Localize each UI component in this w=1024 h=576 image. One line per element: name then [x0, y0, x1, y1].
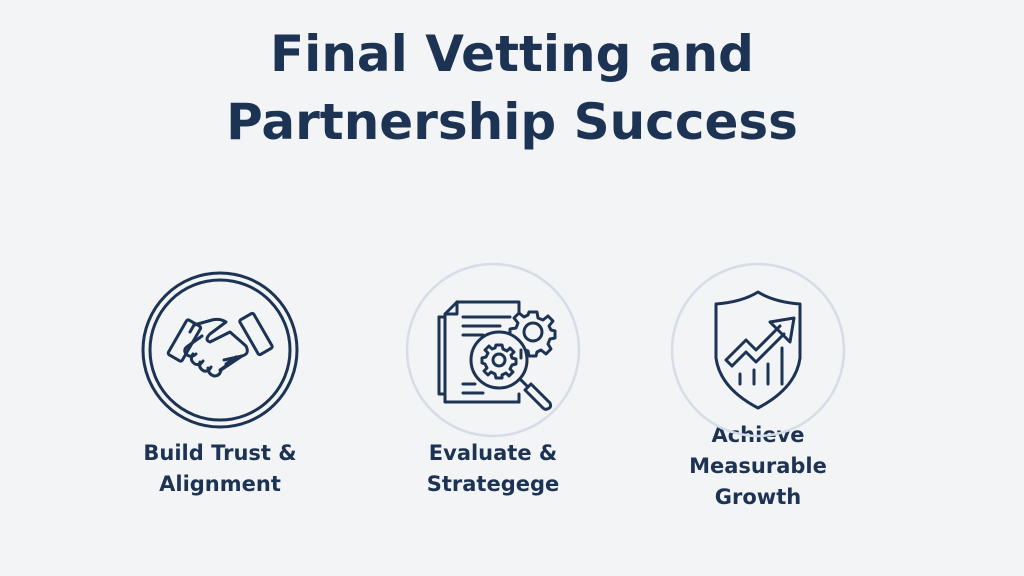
document-analysis-icon — [405, 262, 581, 438]
feature-label-evaluate: Evaluate & Strategege — [426, 441, 560, 496]
feature-label-build-trust: Build Trust & Alignment — [143, 441, 297, 496]
title-line-1: Final Vetting and — [270, 25, 754, 83]
shield-growth-icon — [670, 262, 846, 438]
gear-icon — [508, 310, 557, 358]
handshake-icon — [132, 262, 308, 438]
title-line-2: Partnership Success — [226, 93, 798, 151]
page-title: Final Vetting and Partnership Success — [0, 20, 1024, 156]
feature-build-trust: Build Trust & Alignment — [90, 262, 350, 500]
feature-label-achieve: Achieve Measurable Growth — [689, 423, 827, 509]
feature-evaluate-strategize: Evaluate & Strategege — [363, 262, 623, 500]
feature-achieve-growth: Achieve Measurable Growth — [628, 262, 888, 513]
